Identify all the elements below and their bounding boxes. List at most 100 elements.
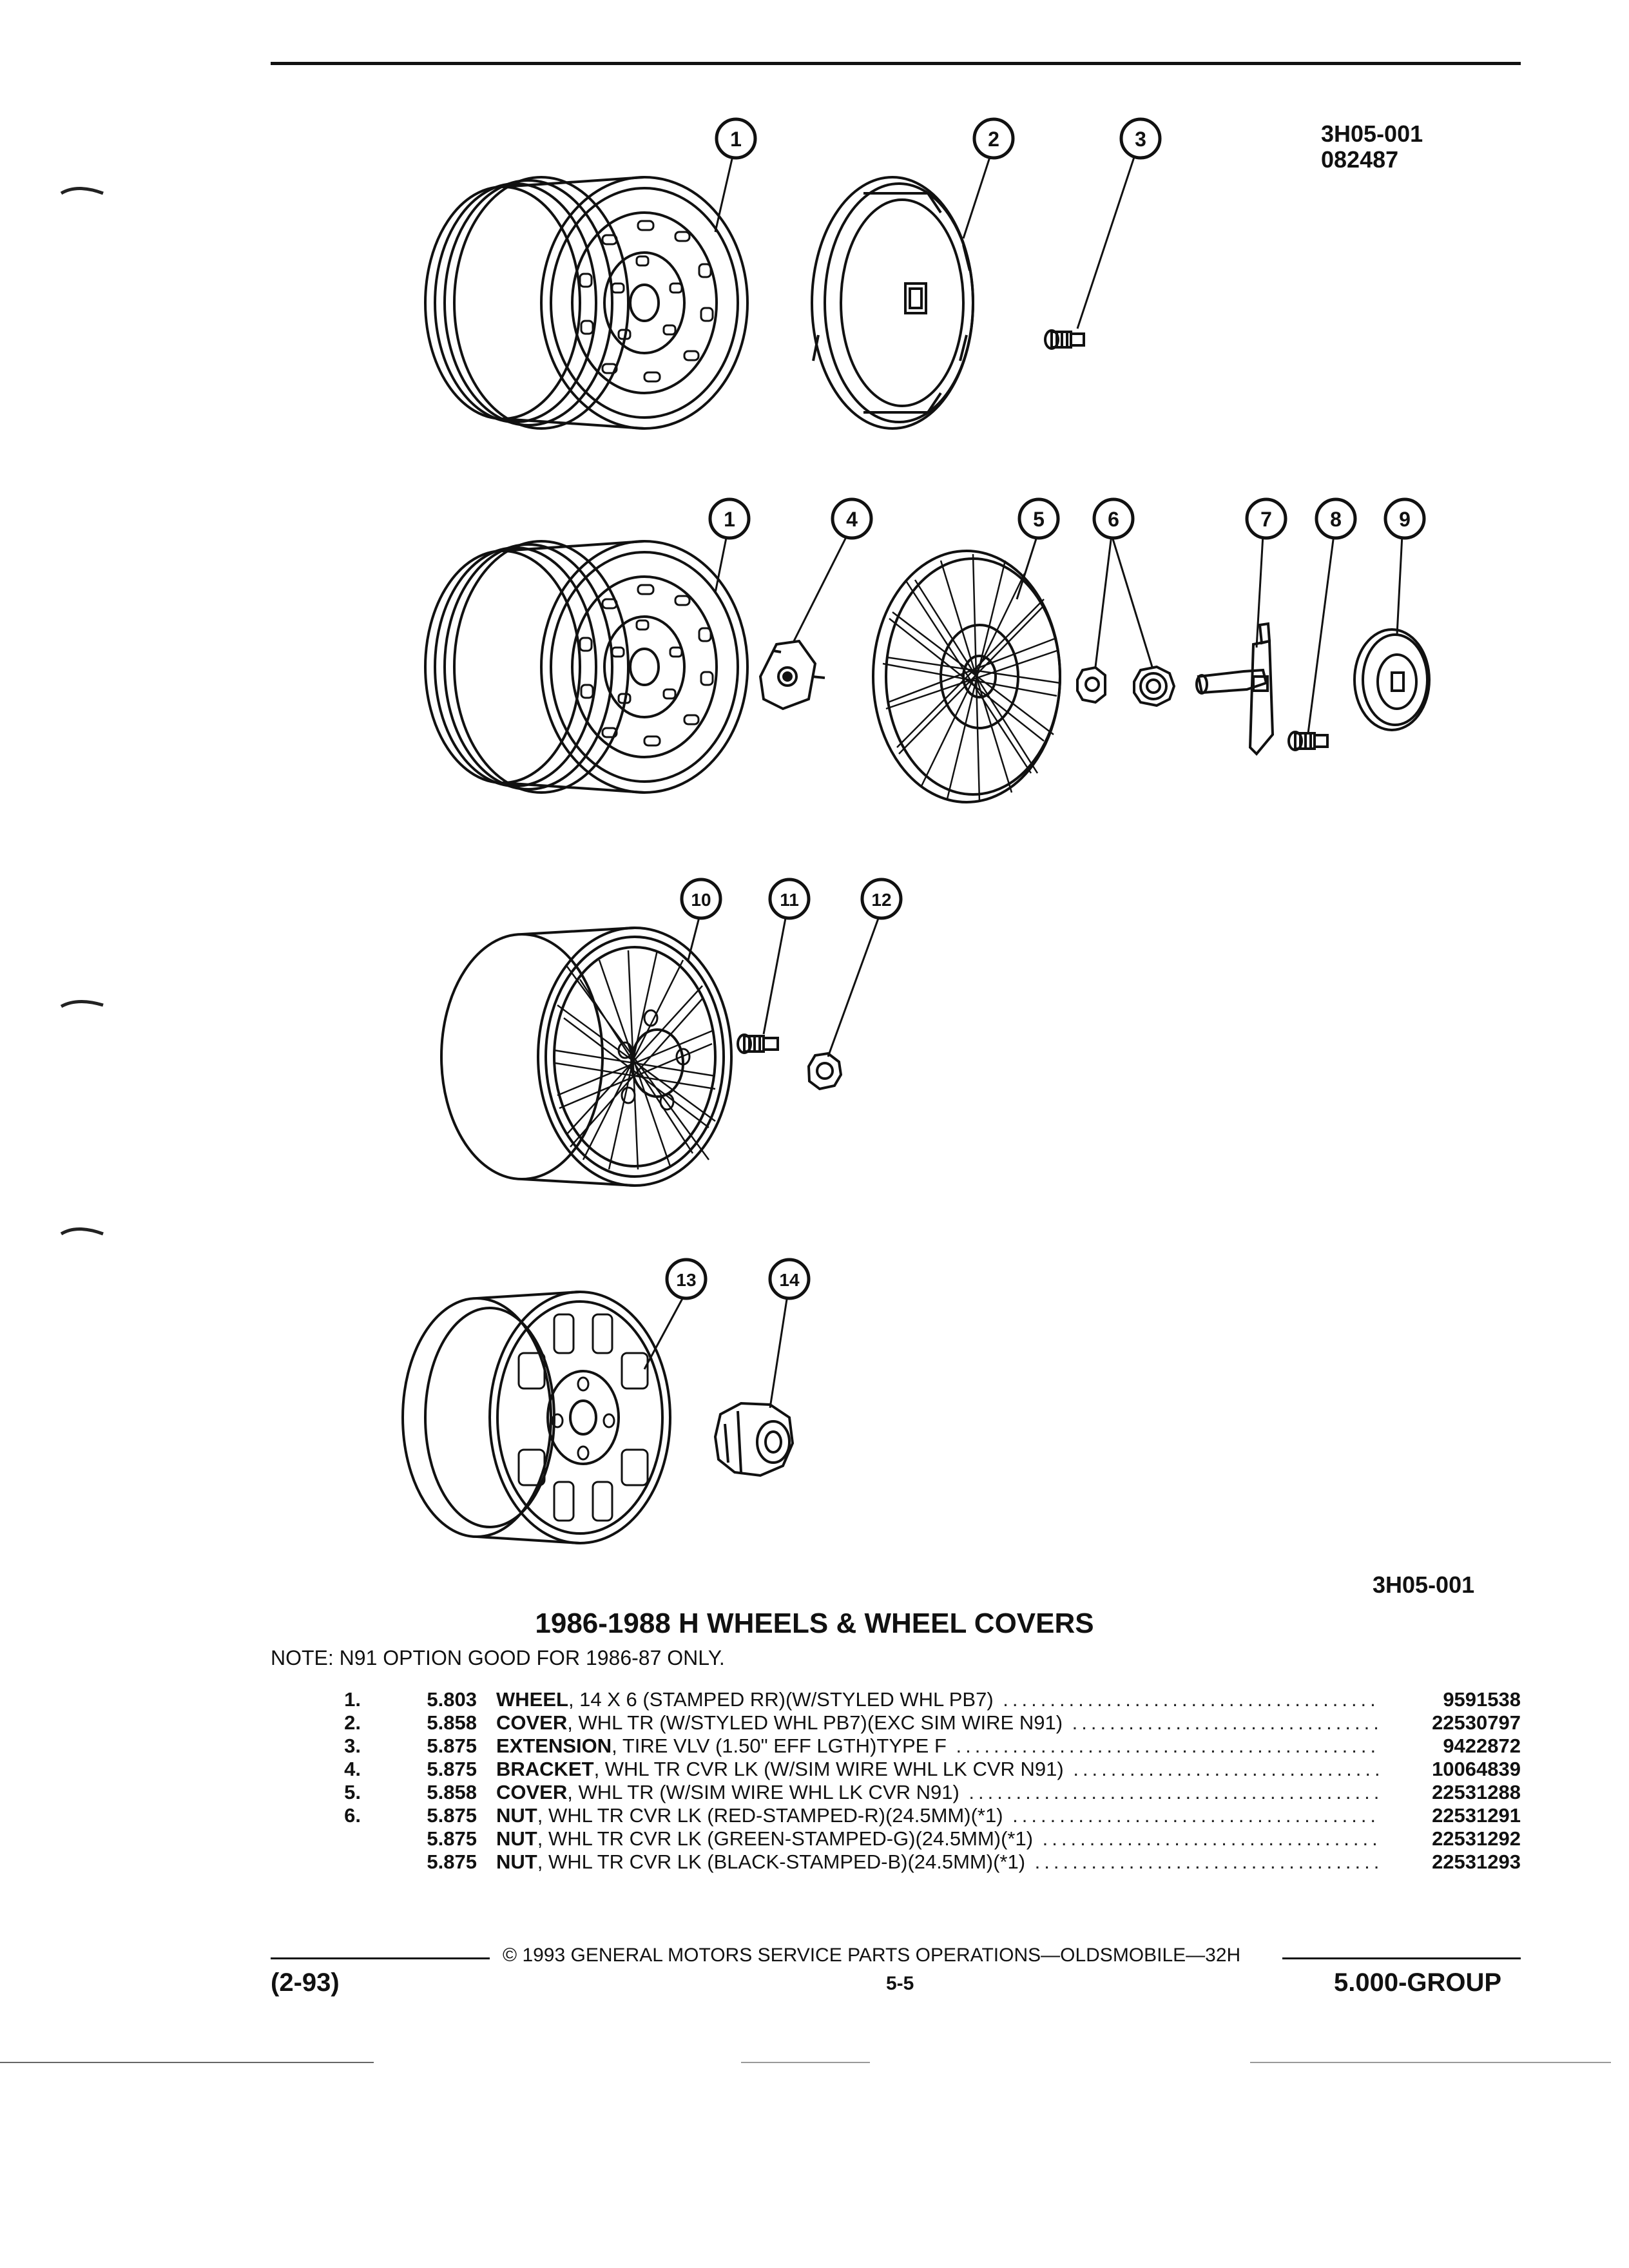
part-name: COVER bbox=[496, 1781, 568, 1803]
leader-14 bbox=[769, 1294, 789, 1408]
emblem-cap-drawing bbox=[1353, 628, 1431, 731]
callout-6: 6 bbox=[1108, 508, 1119, 531]
callout-circle-10 bbox=[680, 878, 722, 920]
callout-11: 11 bbox=[780, 890, 799, 910]
callout-10: 10 bbox=[691, 890, 711, 910]
part-index: 6. bbox=[344, 1804, 361, 1827]
callout-1a: 1 bbox=[730, 128, 742, 151]
parts-row: 5. 5.858 COVER, WHL TR (W/SIM WIRE WHL L… bbox=[284, 1781, 1521, 1804]
part-ref: 5.858 bbox=[427, 1711, 477, 1734]
revision-date: (2-93) bbox=[271, 1968, 340, 1997]
wheel-styled-drawing bbox=[424, 540, 749, 794]
page-title: 1986-1988 H WHEELS & WHEEL COVERS bbox=[535, 1608, 1094, 1639]
copyright-line: © 1993 GENERAL MOTORS SERVICE PARTS OPER… bbox=[503, 1945, 1241, 1966]
part-ref: 5.875 bbox=[427, 1827, 477, 1850]
part-number: 9422872 bbox=[1443, 1735, 1521, 1757]
part-index bbox=[284, 1850, 361, 1874]
part-number: 22531291 bbox=[1432, 1804, 1521, 1827]
callout-circle-9 bbox=[1383, 497, 1426, 540]
callout-circle-1b bbox=[708, 497, 751, 540]
parts-row: 5.875 NUT, WHL TR CVR LK (GREEN-STAMPED-… bbox=[284, 1827, 1521, 1850]
part-desc: , WHL TR CVR LK (RED-STAMPED-R)(24.5MM)(… bbox=[537, 1804, 1003, 1827]
part-ref: 5.875 bbox=[427, 1758, 477, 1780]
part-name: NUT bbox=[496, 1804, 537, 1827]
callout-circle-11 bbox=[768, 878, 811, 920]
figure-code-header: 3H05-001 bbox=[1321, 120, 1423, 147]
part-ref: 5.858 bbox=[427, 1781, 477, 1803]
part-ref: 5.875 bbox=[427, 1735, 477, 1757]
leader-1a bbox=[714, 153, 735, 233]
wheel-stamped-drawing bbox=[424, 176, 749, 430]
callout-circle-13 bbox=[665, 1258, 708, 1300]
callout-circle-4 bbox=[831, 497, 873, 540]
callout-5: 5 bbox=[1033, 508, 1045, 531]
part-ref: 5.875 bbox=[427, 1850, 477, 1873]
callout-7: 7 bbox=[1260, 508, 1272, 531]
part-desc: , WHL TR CVR LK (W/SIM WIRE WHL LK CVR N… bbox=[593, 1758, 1064, 1780]
scan-edge-mid bbox=[741, 2062, 870, 2063]
part-desc: , WHL TR (W/SIM WIRE WHL LK CVR N91) bbox=[567, 1781, 959, 1803]
part-number: 22531292 bbox=[1432, 1827, 1521, 1850]
callout-14: 14 bbox=[779, 1270, 800, 1290]
part-ref: 5.803 bbox=[427, 1688, 477, 1711]
callout-9: 9 bbox=[1399, 508, 1411, 531]
part-name: NUT bbox=[496, 1850, 537, 1873]
callout-2: 2 bbox=[988, 128, 999, 151]
leader-2 bbox=[962, 153, 992, 239]
leader-1b bbox=[714, 534, 728, 593]
leader-11 bbox=[762, 914, 787, 1035]
lock-bracket-drawing bbox=[758, 639, 825, 711]
part-index: 5. bbox=[344, 1781, 361, 1803]
part-number: 22531293 bbox=[1432, 1850, 1521, 1873]
footer-rule-left bbox=[271, 1957, 490, 1959]
part-name: BRACKET bbox=[496, 1758, 594, 1780]
leader-4 bbox=[793, 534, 849, 642]
valve-extension-drawing bbox=[1044, 329, 1085, 350]
leader-6b bbox=[1110, 534, 1153, 668]
leader-12 bbox=[827, 914, 881, 1057]
lattice-wheel-drawing bbox=[440, 927, 733, 1187]
part-name: WHEEL bbox=[496, 1688, 568, 1711]
parts-row: 1. 5.803 WHEEL, 14 X 6 (STAMPED RR)(W/ST… bbox=[284, 1688, 1521, 1711]
margin-marks bbox=[60, 187, 104, 1236]
parts-row: 4. 5.875 BRACKET, WHL TR CVR LK (W/SIM W… bbox=[284, 1758, 1521, 1781]
parts-diagram: 1 2 3 1 4 5 6 7 8 9 10 11 12 13 14 bbox=[401, 117, 1431, 1544]
parts-row: 6. 5.875 NUT, WHL TR CVR LK (RED-STAMPED… bbox=[284, 1804, 1521, 1827]
callout-circle-1a bbox=[715, 117, 757, 160]
scan-edge-right bbox=[1250, 2062, 1611, 2063]
part-desc: , WHL TR CVR LK (BLACK-STAMPED-B)(24.5MM… bbox=[537, 1850, 1026, 1873]
callout-circle-5 bbox=[1017, 497, 1060, 540]
part-desc: , WHL TR (W/STYLED WHL PB7)(EXC SIM WIRE… bbox=[567, 1711, 1063, 1734]
part-ref: 5.875 bbox=[427, 1804, 477, 1827]
sim-wire-cover-drawing bbox=[872, 550, 1061, 803]
part-number: 22531288 bbox=[1432, 1781, 1521, 1803]
parts-row: 2. 5.858 COVER, WHL TR (W/STYLED WHL PB7… bbox=[284, 1711, 1521, 1735]
parts-row: 3. 5.875 EXTENSION, TIRE VLV (1.50" EFF … bbox=[284, 1735, 1521, 1758]
lock-nut-pair-drawing bbox=[1076, 665, 1176, 707]
date-code: 082487 bbox=[1321, 146, 1399, 173]
part-name: NUT bbox=[496, 1827, 537, 1850]
wheel-cover-drawing bbox=[811, 176, 974, 430]
part-number: 10064839 bbox=[1432, 1758, 1521, 1780]
leader-6a bbox=[1094, 534, 1113, 668]
group-label: 5.000-GROUP bbox=[1334, 1968, 1502, 1997]
leader-5 bbox=[1016, 534, 1039, 600]
callout-1b: 1 bbox=[724, 508, 735, 531]
lock-nut-drawing bbox=[807, 1052, 843, 1091]
callout-circle-6 bbox=[1092, 497, 1135, 540]
figure-code-footer: 3H05-001 bbox=[1373, 1571, 1475, 1598]
callout-8: 8 bbox=[1330, 508, 1342, 531]
leader-10 bbox=[687, 914, 701, 961]
part-name: EXTENSION bbox=[496, 1735, 612, 1757]
part-index: 1. bbox=[344, 1688, 361, 1711]
page-number: 5-5 bbox=[886, 1973, 914, 1994]
parts-row: 5.875 NUT, WHL TR CVR LK (BLACK-STAMPED-… bbox=[284, 1850, 1521, 1874]
part-desc: , 14 X 6 (STAMPED RR)(W/STYLED WHL PB7) bbox=[568, 1688, 994, 1711]
leader-13 bbox=[643, 1294, 686, 1370]
callout-circle-2 bbox=[972, 117, 1015, 160]
valve-extension-3-drawing bbox=[737, 1033, 779, 1054]
leader-9 bbox=[1396, 534, 1403, 635]
callout-circle-12 bbox=[860, 878, 903, 920]
leader-8 bbox=[1307, 534, 1335, 734]
part-index: 4. bbox=[344, 1758, 361, 1780]
